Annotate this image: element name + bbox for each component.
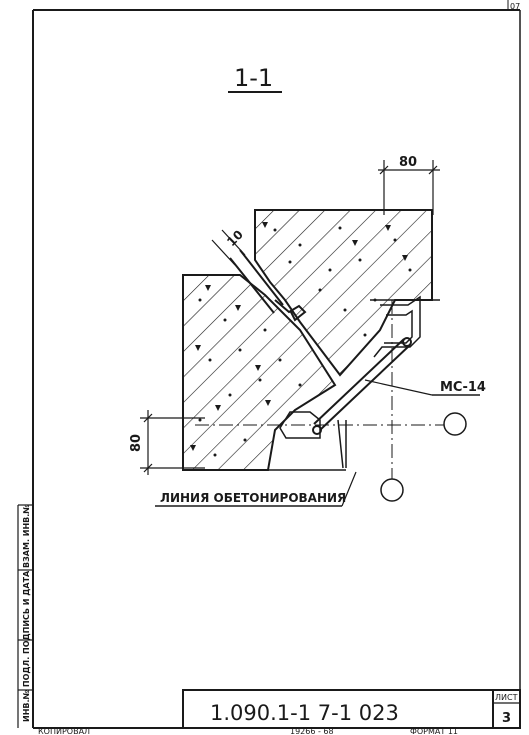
section-label: 1-1 (234, 64, 273, 92)
concreting-leader (341, 471, 357, 507)
corner-mark: 07 (510, 2, 520, 11)
left-stamp-text: ИНВ.№ ПОДЛ. ПОДПИСЬ И ДАТА ВЗАМ. ИНВ.№ (22, 504, 31, 722)
concrete-mass (182, 209, 433, 471)
axis-marker-bottom (380, 478, 404, 502)
sheet-number: 3 (502, 711, 511, 726)
dimension-lines (140, 160, 440, 475)
axis-marker-right (443, 412, 467, 436)
dim-top-80: 80 (399, 155, 417, 170)
concreting-label: ЛИНИЯ ОБЕТОНИРОВАНИЯ (160, 491, 346, 505)
footer-left: КОПИРОВАЛ (38, 727, 90, 735)
embedded-parts (268, 295, 440, 471)
callout-ms-label: МС-14 (440, 380, 486, 395)
concrete-block-upper (254, 209, 433, 377)
footer-middle: 19266 - 68 (290, 727, 334, 735)
left-stamp-column (17, 504, 33, 728)
centre-lines (195, 300, 445, 480)
joint-seam (229, 249, 307, 322)
footer-right: ФОРМАТ 11 (410, 727, 458, 735)
dim-joint-10: 10 (224, 227, 246, 249)
anchor-rod (312, 337, 412, 435)
title-block (182, 689, 521, 729)
callout-ms-leader (364, 379, 433, 396)
drawing-code: 1.090.1-1 7-1 023 (210, 701, 399, 725)
sheet-label: ЛИСТ (495, 693, 518, 702)
dim-left-80: 80 (129, 434, 144, 452)
